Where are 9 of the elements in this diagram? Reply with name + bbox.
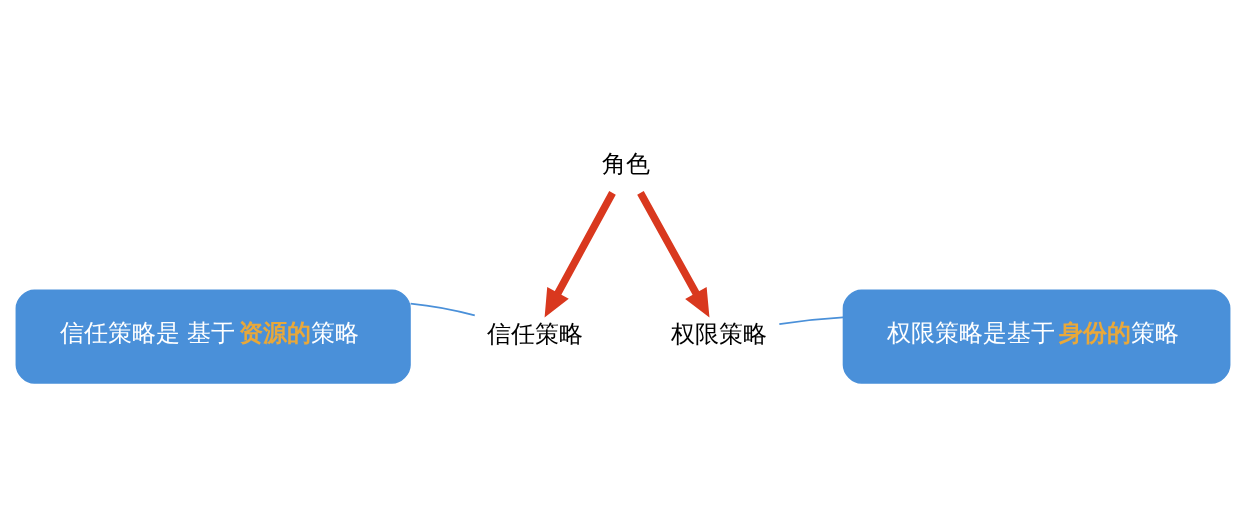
node-box: 权限策略是基于 身份的策略 (842, 289, 1231, 384)
node-box: 信任策略是 基于 资源的策略 (15, 289, 411, 384)
connector (409, 302, 476, 317)
connector (778, 316, 845, 326)
node-text: 权限策略 (671, 320, 768, 349)
arrow (544, 191, 616, 318)
node-text: 角色 (602, 149, 651, 178)
arrow (637, 191, 710, 318)
node-text: 信任策略 (487, 320, 584, 349)
